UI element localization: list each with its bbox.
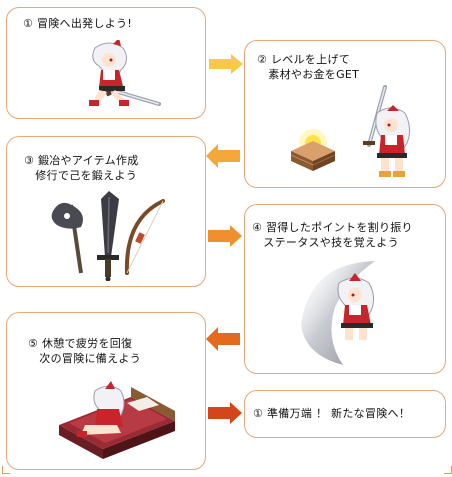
step-1-to-2-arrow-icon [209,54,243,74]
step-3-to-4-arrow-icon [208,225,242,247]
step-3-label: ③ 鍛冶やアイテム作成 修行で己を鍛えよう [24,154,139,182]
step-5-card: ⑤ 休憩で疲労を回復 次の冒険に備えよう [6,312,206,470]
bow-illustration [124,199,165,275]
step-4-card: ④ 習得したポイントを割り振り ステータスや技を覚えよう [244,204,446,374]
glowing-treasure-chest-illustration [290,129,336,171]
step-3-card: ③ 鍛冶やアイテム作成 修行で己を鍛えよう [6,136,206,287]
step-1-card: ① 冒険へ出発しよう! [6,7,206,119]
step-5-to-6-arrow-icon [208,402,242,424]
battle-axe-illustration [51,202,83,274]
step-6-label: ① 準備万端 ！ 新たな冒険へ！ [253,407,411,420]
step-6-card: ① 準備万端 ！ 新たな冒険へ！ [244,390,446,438]
step-4-label: ④ 習得したポイントを割り振り ステータスや技を覚えよう [252,221,413,249]
great-sword-illustration [97,191,119,281]
hero-resting-on-bed-illustration [59,381,175,459]
step-2-card: ② レベルを上げて 素材やお金をGET [244,40,446,188]
step-5-label: ⑤ 休憩で疲労を回復 次の冒険に備えよう [28,337,141,365]
hero-spin-attack-illustration [301,261,375,365]
hero-standing-with-sword-illustration [363,85,411,177]
step-2-to-3-arrow-icon [206,144,240,168]
step-2-label: ② レベルを上げて 素材やお金をGET [257,53,360,81]
corner-mark-right [444,466,452,474]
corner-mark-left [2,466,10,474]
hero-running-with-sword-illustration [89,40,161,106]
step-1-label: ① 冒険へ出発しよう! [23,17,133,30]
step-4-to-5-arrow-icon [206,327,240,351]
